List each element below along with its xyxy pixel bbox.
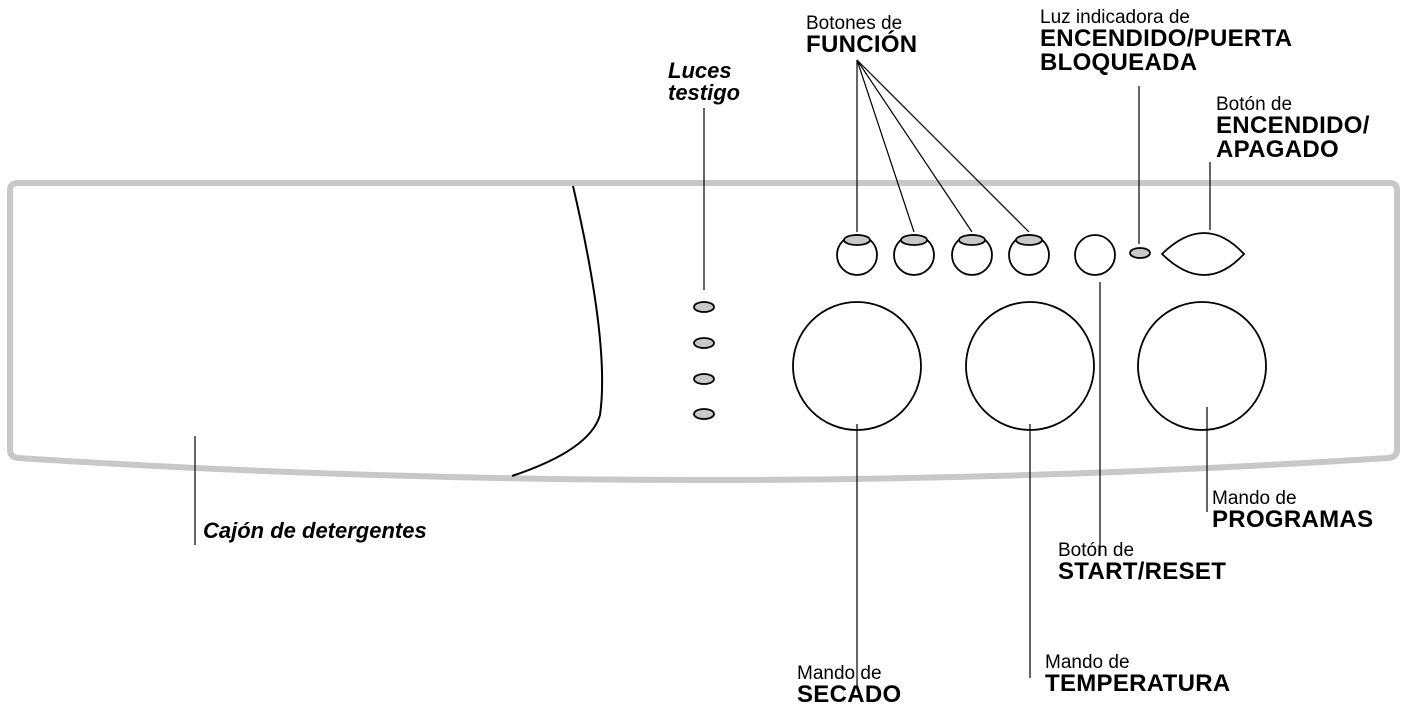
indicator-lights <box>693 301 715 420</box>
function-button[interactable] <box>951 234 993 276</box>
leader-lines <box>194 59 1211 686</box>
leader-line <box>856 59 1030 233</box>
indicator-light <box>693 408 715 420</box>
indicator-light <box>693 301 715 313</box>
indicator-light <box>693 373 715 385</box>
label-drying-knob: Mando de SECADO <box>797 663 902 708</box>
power-door-indicator-light <box>1129 247 1151 259</box>
function-button[interactable] <box>836 234 878 276</box>
label-temperature-knob: Mando de TEMPERATURA <box>1045 652 1231 697</box>
label-start-reset-button: Botón de START/RESET <box>1058 540 1227 585</box>
label-function-buttons: Botones de FUNCIÓN <box>806 13 918 58</box>
function-button[interactable] <box>1008 234 1050 276</box>
leader-line <box>856 59 915 233</box>
label-power-door-indicator: Luz indicadora de ENCENDIDO/PUERTA BLOQU… <box>1040 7 1293 76</box>
detergent-drawer-edge <box>511 185 604 477</box>
leader-line <box>856 59 973 233</box>
start-reset-button[interactable] <box>1074 234 1116 276</box>
control-panel-outline <box>7 180 1400 483</box>
program-knob[interactable] <box>1137 301 1267 431</box>
indicator-light <box>693 337 715 349</box>
power-button[interactable] <box>1160 232 1246 276</box>
label-detergent-drawer: Cajón de detergentes <box>203 518 427 543</box>
label-power-button: Botón de ENCENDIDO/ APAGADO <box>1216 94 1370 163</box>
label-program-knob: Mando de PROGRAMAS <box>1212 488 1374 533</box>
temperature-knob[interactable] <box>965 301 1095 431</box>
drying-knob[interactable] <box>792 301 922 431</box>
function-buttons <box>836 234 1050 276</box>
label-luces-testigo: Luces testigo <box>668 58 741 105</box>
function-button[interactable] <box>893 234 935 276</box>
